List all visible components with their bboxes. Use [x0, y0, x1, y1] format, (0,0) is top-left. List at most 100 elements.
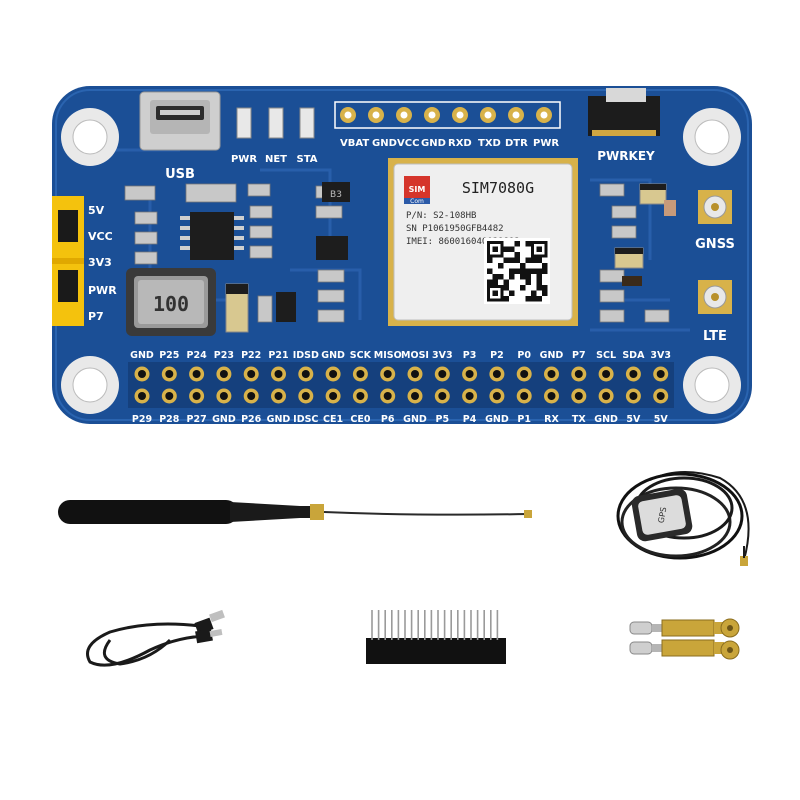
qr-module: [531, 268, 537, 274]
qr-module: [531, 290, 537, 296]
gpio-bottom-pin-label: GND: [267, 414, 291, 425]
gpio-bottom-pin-label: P5: [436, 414, 450, 425]
gpio-pin-hole-center: [602, 370, 611, 378]
gpio-pin-hole-center: [192, 392, 201, 400]
lte-label: LTE: [703, 329, 727, 344]
gpio-header-holes: [134, 366, 669, 404]
qr-module: [503, 285, 509, 291]
gnss-antenna-connector: [698, 190, 732, 224]
gpio-bottom-pin-label: P29: [132, 414, 152, 425]
smd-components-right: [599, 183, 670, 323]
gpio-pin-hole-center: [383, 392, 392, 400]
gpio-pin-hole-center: [138, 370, 146, 378]
micro-usb-cable: [86, 609, 225, 667]
power-ic-chip: [180, 212, 244, 260]
stacking-header-pins: [371, 610, 499, 640]
smd-components-left: [124, 183, 345, 323]
qr-module: [503, 296, 509, 302]
qr-module: [520, 274, 526, 280]
jumper-label-5v: 5V: [88, 204, 105, 217]
small-ic-b3: [322, 182, 350, 202]
gpio-top-pin-label: GND: [540, 350, 564, 361]
gpio-top-pin-label: P23: [214, 350, 234, 361]
led-net-label: NET: [265, 154, 287, 165]
gpio-pin-hole-center: [438, 392, 447, 400]
uart-pin-hole-center: [428, 111, 436, 119]
gpio-pin-hole-center: [656, 392, 665, 400]
uart-pin-hole-center: [484, 111, 492, 119]
gpio-bottom-pin-label: P27: [187, 414, 207, 425]
qr-module: [514, 268, 520, 274]
gpio-pin-hole-center: [520, 370, 529, 378]
gpio-pin-hole-center: [411, 370, 419, 378]
gpio-top-pin-label: P0: [517, 350, 531, 361]
qr-module: [520, 268, 526, 274]
qr-module: [536, 257, 542, 263]
gpio-bottom-pin-label: TX: [572, 414, 586, 425]
gpio-top-pin-label: GND: [321, 350, 345, 361]
qr-module: [536, 285, 542, 291]
qr-module: [498, 263, 504, 269]
gpio-pin-hole-center: [383, 370, 392, 378]
gpio-bottom-pin-label: 5V: [626, 414, 641, 425]
qr-module: [509, 290, 515, 296]
qr-module: [503, 257, 509, 263]
gpio-top-pin-label: P3: [463, 350, 477, 361]
module-sn: SN P1061950GFB4482: [406, 224, 504, 234]
gpio-bottom-pin-label: CE0: [350, 414, 370, 425]
gpio-pin-hole-center: [602, 392, 611, 400]
gpio-bottom-pin-label: GND: [403, 414, 427, 425]
uart-rxd-label: RXD: [448, 138, 472, 149]
qr-module: [542, 285, 548, 291]
gpio-pin-hole-center: [520, 392, 529, 400]
qr-module: [520, 263, 526, 269]
qr-module: [525, 296, 531, 302]
gpio-bottom-pin-label: P26: [241, 414, 262, 425]
qr-module: [503, 279, 509, 285]
gpio-bottom-pin-label: GND: [212, 414, 236, 425]
gps-sticker-text: GPS: [657, 506, 669, 523]
gpio-pin-hole-center: [411, 392, 419, 400]
gpio-pin-hole-center: [465, 370, 474, 378]
qr-module: [514, 241, 520, 247]
gpio-pin-hole-center: [138, 392, 146, 400]
lte-antenna-connector: [698, 280, 732, 314]
pwrkey-label: PWRKEY: [597, 149, 655, 163]
gpio-pin-hole-center: [165, 392, 174, 400]
jumper-label-3v3: 3V3: [88, 256, 112, 269]
gpio-top-pin-label: SDA: [622, 350, 645, 361]
mount-hole-tr: [683, 108, 741, 166]
module-brand-bottom: Com: [410, 198, 424, 205]
gpio-bottom-pin-label: P6: [381, 414, 395, 425]
inductor-marking: 100: [153, 292, 189, 316]
gpio-bottom-pin-label: P4: [463, 414, 477, 425]
qr-module: [520, 285, 526, 291]
usb-label: USB: [165, 167, 195, 182]
qr-module: [492, 279, 498, 285]
gpio-pin-hole-center: [219, 370, 228, 378]
jumper-label-pwr: PWR: [88, 284, 117, 297]
gpio-pin-hole-center: [438, 370, 447, 378]
gpio-pin-hole-center: [247, 370, 256, 378]
gpio-top-pin-label: 3V3: [650, 350, 671, 361]
qr-module: [542, 290, 548, 296]
led-pwr-label: PWR: [231, 154, 257, 165]
uart-txd-label: TXD: [478, 138, 501, 149]
uart-dtr-label: DTR: [505, 138, 528, 149]
gpio-pin-hole-center: [629, 392, 638, 400]
qr-finder-core: [536, 246, 542, 252]
gpio-top-pin-label: P25: [159, 350, 179, 361]
qr-module: [525, 274, 531, 280]
qr-module: [525, 279, 531, 285]
gps-puck-antenna: [616, 470, 750, 566]
small-ic-marking: B3: [330, 190, 342, 200]
stacking-pin-header: [366, 638, 506, 664]
qr-module: [542, 263, 548, 269]
uart-pin-hole-center: [400, 111, 408, 119]
qr-module: [514, 252, 520, 258]
gpio-bottom-pin-label: CE1: [323, 414, 343, 425]
qr-module: [487, 268, 493, 274]
status-leds: [236, 107, 315, 139]
gnss-label: GNSS: [695, 237, 735, 252]
